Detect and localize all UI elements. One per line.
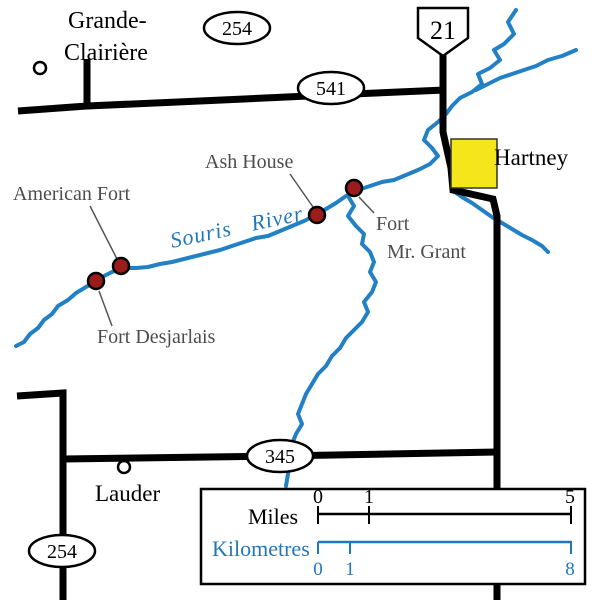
shield-oval: [202, 10, 272, 46]
grande-clairiere-town-dot: [32, 60, 48, 76]
scale-bar-box: [199, 487, 587, 586]
highway-shield-541: 541: [296, 70, 366, 106]
kilometres-label: Kilometres: [212, 536, 310, 561]
scale-bar: Miles 0 1 5 Kilometres 0 1 8: [199, 486, 587, 586]
fort-desjarlais-label: Fort Desjarlais: [97, 326, 216, 348]
fort-grant-leader-line: [358, 196, 375, 214]
highway-number: 254: [47, 541, 77, 563]
highway-number: 21: [430, 16, 456, 45]
shield-pentagon: [416, 6, 470, 58]
road-254-south-stub: [16, 389, 67, 600]
road-top-west-stub: [17, 59, 91, 115]
miles-label: Miles: [248, 504, 298, 529]
american-fort-leader-line: [89, 205, 118, 260]
km-tick-8: 8: [565, 559, 575, 580]
shield-oval: [296, 70, 366, 106]
american-fort-marker: [111, 256, 131, 276]
grande-clairiere-label-line1: Grande-: [68, 8, 147, 34]
highway-number: 345: [265, 446, 295, 468]
road-541-east-west: [86, 86, 446, 110]
ash-house-label: Ash House: [205, 151, 293, 173]
road-highway-21-north-south: [439, 50, 501, 600]
river-south-tributary: [284, 194, 378, 488]
fort-desjarlais-leader-line: [98, 290, 113, 327]
lauder-town-dot: [116, 459, 132, 475]
highway-shield-254-top: 254: [202, 10, 272, 46]
shield-oval: [27, 533, 97, 569]
ash-house-marker: [307, 205, 327, 225]
hartney-label: Hartney: [494, 145, 569, 170]
km-tick-1: 1: [345, 559, 355, 580]
hartney-town-area: [450, 138, 498, 189]
km-tick-0: 0: [313, 559, 323, 580]
fort-grant-label-line1: Fort: [376, 213, 410, 235]
miles-tick-1: 1: [364, 486, 374, 508]
highway-number: 541: [316, 78, 346, 100]
miles-tick-5: 5: [565, 486, 575, 508]
shield-oval: [245, 438, 315, 474]
lauder-label: Lauder: [95, 481, 160, 506]
fort-grant-label-line2: Mr. Grant: [387, 241, 466, 263]
highway-shield-345: 345: [245, 438, 315, 474]
miles-tick-0: 0: [313, 486, 323, 508]
grande-clairiere-label-line2: Clairière: [64, 40, 148, 66]
fort-mr-grant-marker: [344, 178, 364, 198]
american-fort-label: American Fort: [13, 183, 131, 205]
highway-number: 254: [222, 18, 252, 40]
river-east-tributary: [474, 48, 578, 92]
highway-shield-254-bottom: 254: [27, 533, 97, 569]
river-southeast-stream: [450, 188, 550, 254]
ash-house-leader-line: [289, 173, 314, 208]
highway-shield-21: 21: [416, 6, 470, 58]
fort-desjarlais-marker: [86, 271, 106, 291]
